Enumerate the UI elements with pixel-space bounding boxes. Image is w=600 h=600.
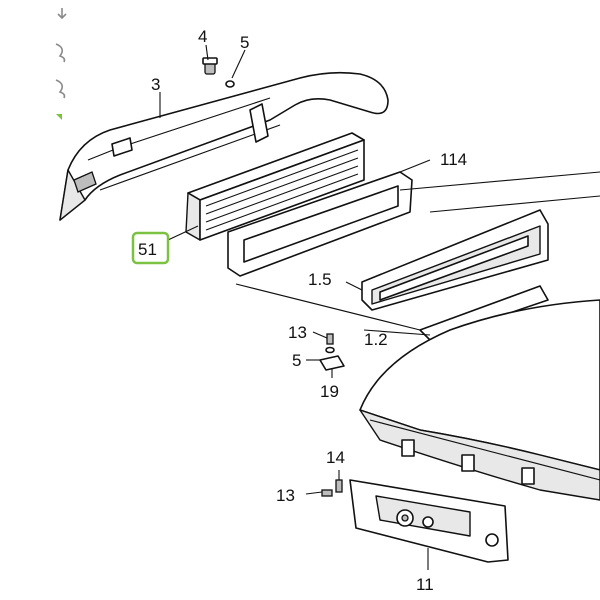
callout-1-2[interactable]: 1.2 xyxy=(364,330,388,349)
callout-14[interactable]: 14 xyxy=(326,448,345,467)
callout-1-5[interactable]: 1.5 xyxy=(308,270,332,289)
part-11-bracket xyxy=(349,479,509,563)
part-13-screw-bottom xyxy=(321,489,333,497)
part-51-filter xyxy=(185,132,365,241)
tool-icon[interactable] xyxy=(55,43,66,63)
callout-leaders xyxy=(159,44,431,570)
callout-51[interactable]: 51 xyxy=(138,240,157,259)
part-5-washer-top xyxy=(225,80,235,88)
part-4-bolt xyxy=(202,57,218,75)
callout-5-top[interactable]: 5 xyxy=(240,33,249,52)
callout-114[interactable]: 114 xyxy=(440,150,467,169)
part-19-plate xyxy=(319,355,345,371)
highlight-box-51 xyxy=(131,231,170,265)
part-13-screw-mid xyxy=(326,333,334,345)
part-14-pin xyxy=(335,479,343,493)
callout-5-mid[interactable]: 5 xyxy=(292,351,301,370)
part-1-2-housing xyxy=(235,171,600,341)
callout-4[interactable]: 4 xyxy=(198,27,207,46)
callout-13-mid[interactable]: 13 xyxy=(288,323,307,342)
callout-3[interactable]: 3 xyxy=(151,75,160,94)
green-marker-icon[interactable] xyxy=(56,114,62,120)
download-arrow-icon[interactable] xyxy=(57,8,67,20)
callout-19[interactable]: 19 xyxy=(320,382,339,401)
part-3-cover xyxy=(59,71,389,221)
part-5-washer-mid xyxy=(325,346,335,354)
callout-11[interactable]: 11 xyxy=(416,575,434,594)
tool-icon[interactable] xyxy=(55,79,66,99)
callout-13-bottom[interactable]: 13 xyxy=(276,486,295,505)
main-body-housing xyxy=(359,299,600,501)
